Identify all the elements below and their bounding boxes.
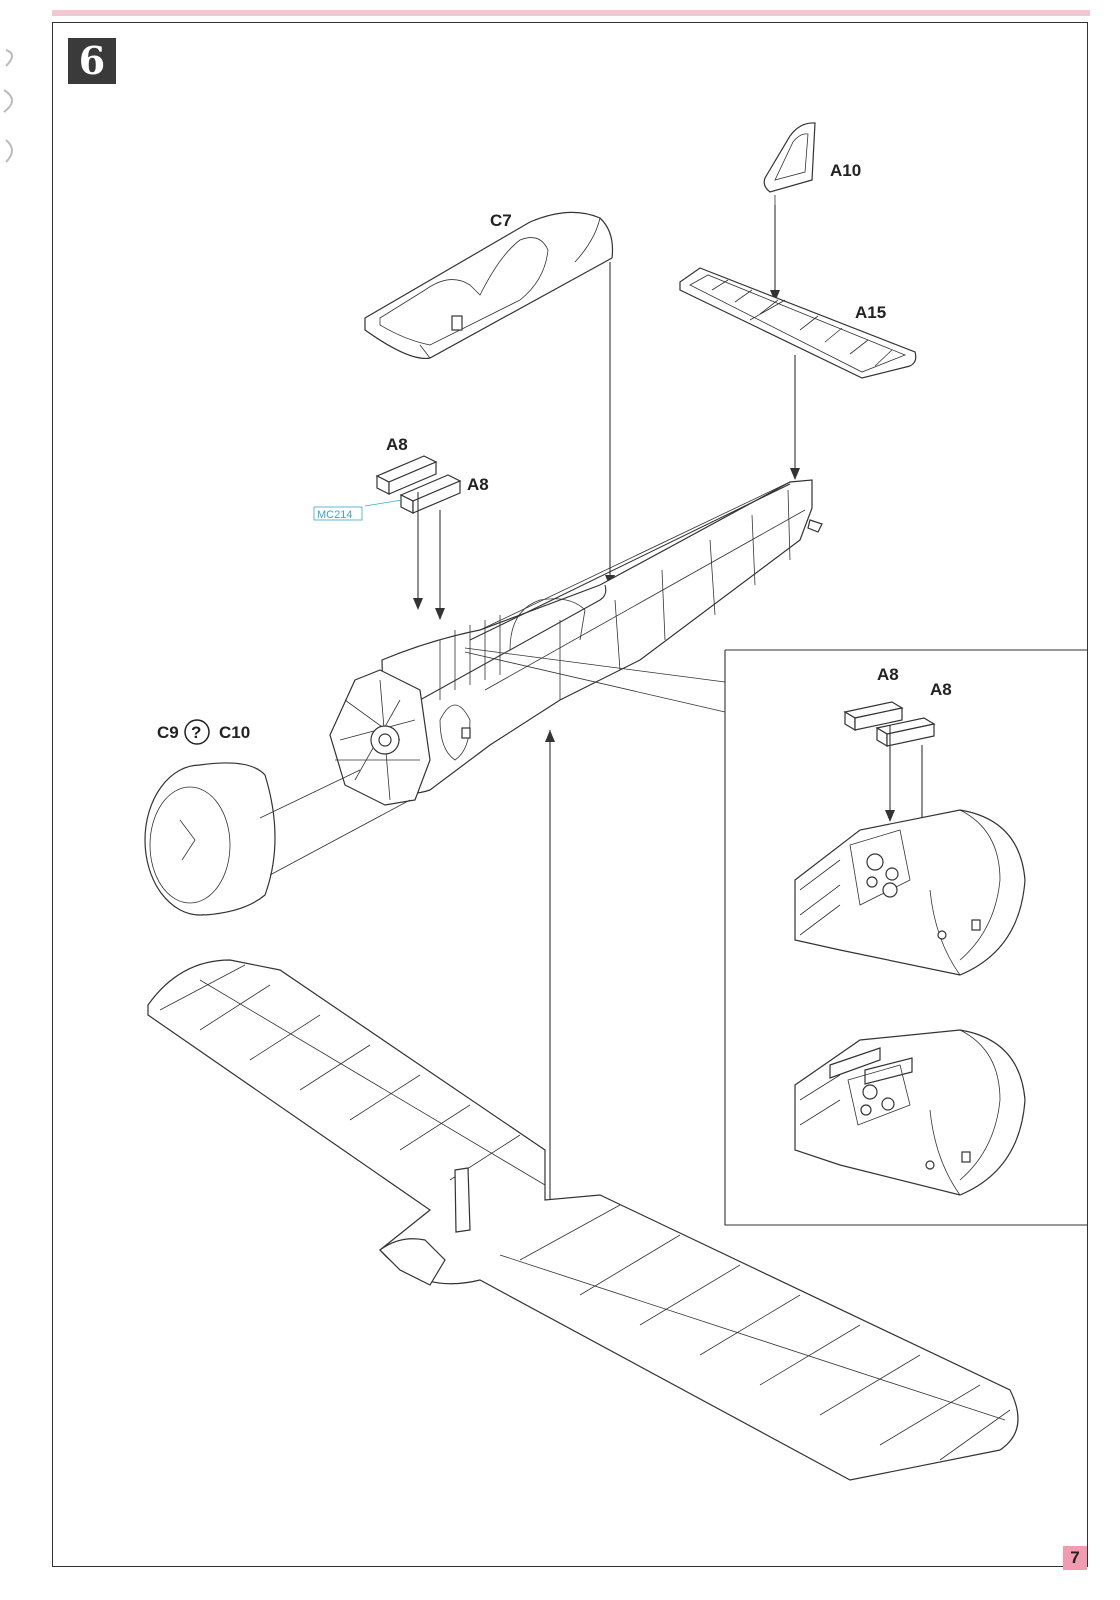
label-a15: A15 bbox=[855, 303, 886, 322]
label-a8-top-1: A8 bbox=[386, 435, 408, 454]
guide-cowling-1 bbox=[259, 769, 361, 819]
header-color-bar bbox=[52, 10, 1090, 16]
inset-cockpit-before bbox=[794, 809, 1026, 976]
page-number: 7 bbox=[1063, 1546, 1087, 1570]
part-a10-windscreen bbox=[763, 122, 816, 205]
label-c7: C7 bbox=[490, 211, 512, 230]
arrow-wing bbox=[545, 730, 555, 742]
label-c9: C9 bbox=[157, 723, 179, 742]
inset-detail-box bbox=[464, 647, 1088, 1226]
inset-callout-line-2 bbox=[464, 651, 726, 713]
page-frame bbox=[52, 22, 1088, 1567]
arrow-a10 bbox=[770, 290, 780, 302]
label-a8-top-2: A8 bbox=[467, 475, 489, 494]
mc214-box bbox=[313, 506, 363, 521]
label-a10: A10 bbox=[830, 161, 861, 180]
part-lower-wing bbox=[147, 959, 1019, 1481]
label-c10: C10 bbox=[219, 723, 250, 742]
part-c7-decking bbox=[364, 211, 614, 360]
part-a8-pair-top bbox=[375, 455, 462, 514]
part-a15-panel bbox=[679, 267, 917, 379]
mc214-leader bbox=[364, 499, 403, 507]
inset-cockpit-after bbox=[794, 1029, 1026, 1196]
part-a8-pair-inset bbox=[843, 701, 936, 748]
step-number-box: 6 bbox=[68, 38, 116, 84]
option-circle bbox=[184, 719, 210, 745]
label-option-symbol: ? bbox=[191, 723, 201, 742]
part-fuselage bbox=[381, 479, 823, 794]
part-cowling bbox=[144, 762, 276, 916]
guide-cowling-2 bbox=[269, 799, 411, 876]
arrow-a8-top-1 bbox=[413, 598, 423, 610]
binding-edge-mark bbox=[3, 49, 13, 163]
label-a8-inset-2: A8 bbox=[930, 680, 952, 699]
arrow-a8-inset-1 bbox=[885, 810, 895, 822]
arrow-a8-top-2 bbox=[435, 608, 445, 620]
arrow-a15 bbox=[790, 468, 800, 480]
label-mc214: MC214 bbox=[317, 509, 352, 521]
part-engine bbox=[329, 669, 431, 806]
label-a8-inset-1: A8 bbox=[877, 665, 899, 684]
inset-callout-line-1 bbox=[464, 647, 726, 683]
